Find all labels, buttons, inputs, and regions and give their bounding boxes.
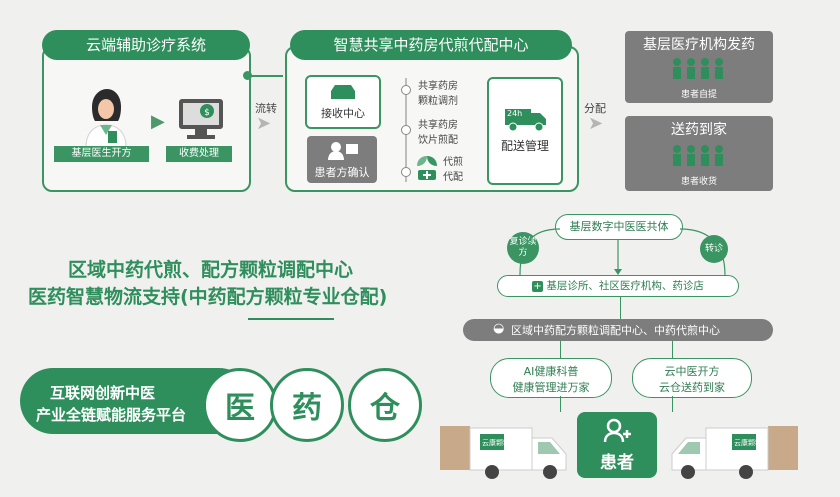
doctor-icon xyxy=(85,89,127,147)
confirm-label: 患者方确认 xyxy=(314,166,370,179)
patient-box: 患者 xyxy=(577,412,657,478)
clinic-plus-icon: + xyxy=(532,281,544,292)
delivery-label: 配送管理 xyxy=(500,139,549,153)
right2-title: 送药到家 xyxy=(671,122,727,138)
svg-text:$: $ xyxy=(204,108,210,118)
link-line-4 xyxy=(560,396,561,412)
right1-sub: 患者自提 xyxy=(680,90,717,100)
clinics-label: 基层诊所、社区医疗机构、药诊店 xyxy=(546,280,704,292)
step1-line2: 颗粒调剂 xyxy=(418,96,458,107)
truck-left-logo: 云康颗粒 xyxy=(482,439,510,447)
bowl-icon: ◒ xyxy=(493,321,505,336)
link-line-5 xyxy=(672,396,673,412)
delivery-truck-icon xyxy=(505,109,546,132)
step1-line1: 共享药房 xyxy=(418,81,458,92)
fee-label: 收费处理 xyxy=(166,146,232,162)
flow-arrow-icon: ➤ xyxy=(256,113,272,134)
process-dot-2 xyxy=(401,125,411,135)
platform-line-1: 互联网创新中医 xyxy=(50,384,156,402)
flow-arcs xyxy=(519,228,726,276)
receive-label: 接收中心 xyxy=(321,107,365,120)
top-node: 基层数字中医医共体 xyxy=(555,214,683,240)
flow-label: 流转 xyxy=(255,102,277,115)
circle-medical: 医 xyxy=(203,368,277,442)
process-dot-3 xyxy=(401,167,411,177)
platform-line-2: 产业全链赋能服务平台 xyxy=(36,406,187,424)
link-line-2 xyxy=(560,341,561,359)
computer-icon: $ xyxy=(179,99,223,139)
dist-arrow-icon: ➤ xyxy=(588,113,604,134)
box-icon xyxy=(331,85,355,99)
headline-2: 医药智慧物流支持(中药配方颗粒专业仓配) xyxy=(28,286,388,308)
step3-line2: 代配 xyxy=(443,172,463,183)
right-box-2: 送药到家 患者收货 xyxy=(625,116,773,191)
truck-left-icon xyxy=(440,426,567,479)
step2-line2: 饮片煎配 xyxy=(418,135,458,146)
headline-divider xyxy=(248,318,334,320)
center-label: 区域中药配方颗粒调配中心、中药代煎中心 xyxy=(511,324,720,337)
right2-sub: 患者收货 xyxy=(680,177,717,187)
herb-icon xyxy=(417,156,437,180)
receive-center[interactable]: 接收中心 xyxy=(305,75,381,129)
truck-right-logo: 云康颗粒 xyxy=(734,439,762,447)
patient-label: 患者 xyxy=(600,453,634,473)
link-line-1 xyxy=(620,297,621,319)
step3-line1: 代煎 xyxy=(443,157,463,168)
right1-title: 基层医疗机构发药 xyxy=(643,37,755,53)
truck-right-icon xyxy=(671,426,798,479)
delivery-management[interactable]: 24h 配送管理 xyxy=(487,77,563,185)
step2-line1: 共享药房 xyxy=(418,120,458,131)
center-title: 智慧共享中药房代煎代配中心 xyxy=(290,30,572,60)
ai-line-2: 健康管理进万家 xyxy=(512,381,590,394)
cloud-line-2: 云仓送药到家 xyxy=(659,381,725,394)
circle-medicine: 药 xyxy=(270,368,344,442)
process-dot-1 xyxy=(401,85,411,95)
circle-warehouse: 仓 xyxy=(348,368,422,442)
patient-confirm[interactable]: 患者方确认 xyxy=(307,136,377,183)
ai-node: AI健康科普 健康管理进万家 xyxy=(490,358,612,398)
cloud-line-1: 云中医开方 xyxy=(664,365,720,378)
cloud-system-title: 云端辅助诊疗系统 xyxy=(42,30,250,60)
patient-confirm-icon xyxy=(328,142,358,160)
crowd-icon xyxy=(673,58,723,79)
arrow-right-icon: ▶ xyxy=(151,111,165,132)
crowd-icon xyxy=(673,145,723,166)
doctor-label: 基层医生开方 xyxy=(54,146,149,162)
clinics-node: + 基层诊所、社区医疗机构、药诊店 xyxy=(497,275,739,297)
dist-label: 分配 xyxy=(584,102,606,115)
link-line-3 xyxy=(672,341,673,359)
headline-1: 区域中药代煎、配方颗粒调配中心 xyxy=(68,259,354,281)
flow-dot xyxy=(243,71,252,80)
flow-connector xyxy=(247,75,283,77)
right-box-1: 基层医疗机构发药 患者自提 xyxy=(625,31,773,103)
patient-add-icon xyxy=(603,418,631,443)
cloud-node: 云中医开方 云仓送药到家 xyxy=(632,358,752,398)
ai-line-1: AI健康科普 xyxy=(523,365,579,378)
center-node: ◒ 区域中药配方颗粒调配中心、中药代煎中心 xyxy=(463,319,773,341)
delivery-badge: 24h xyxy=(507,109,523,118)
